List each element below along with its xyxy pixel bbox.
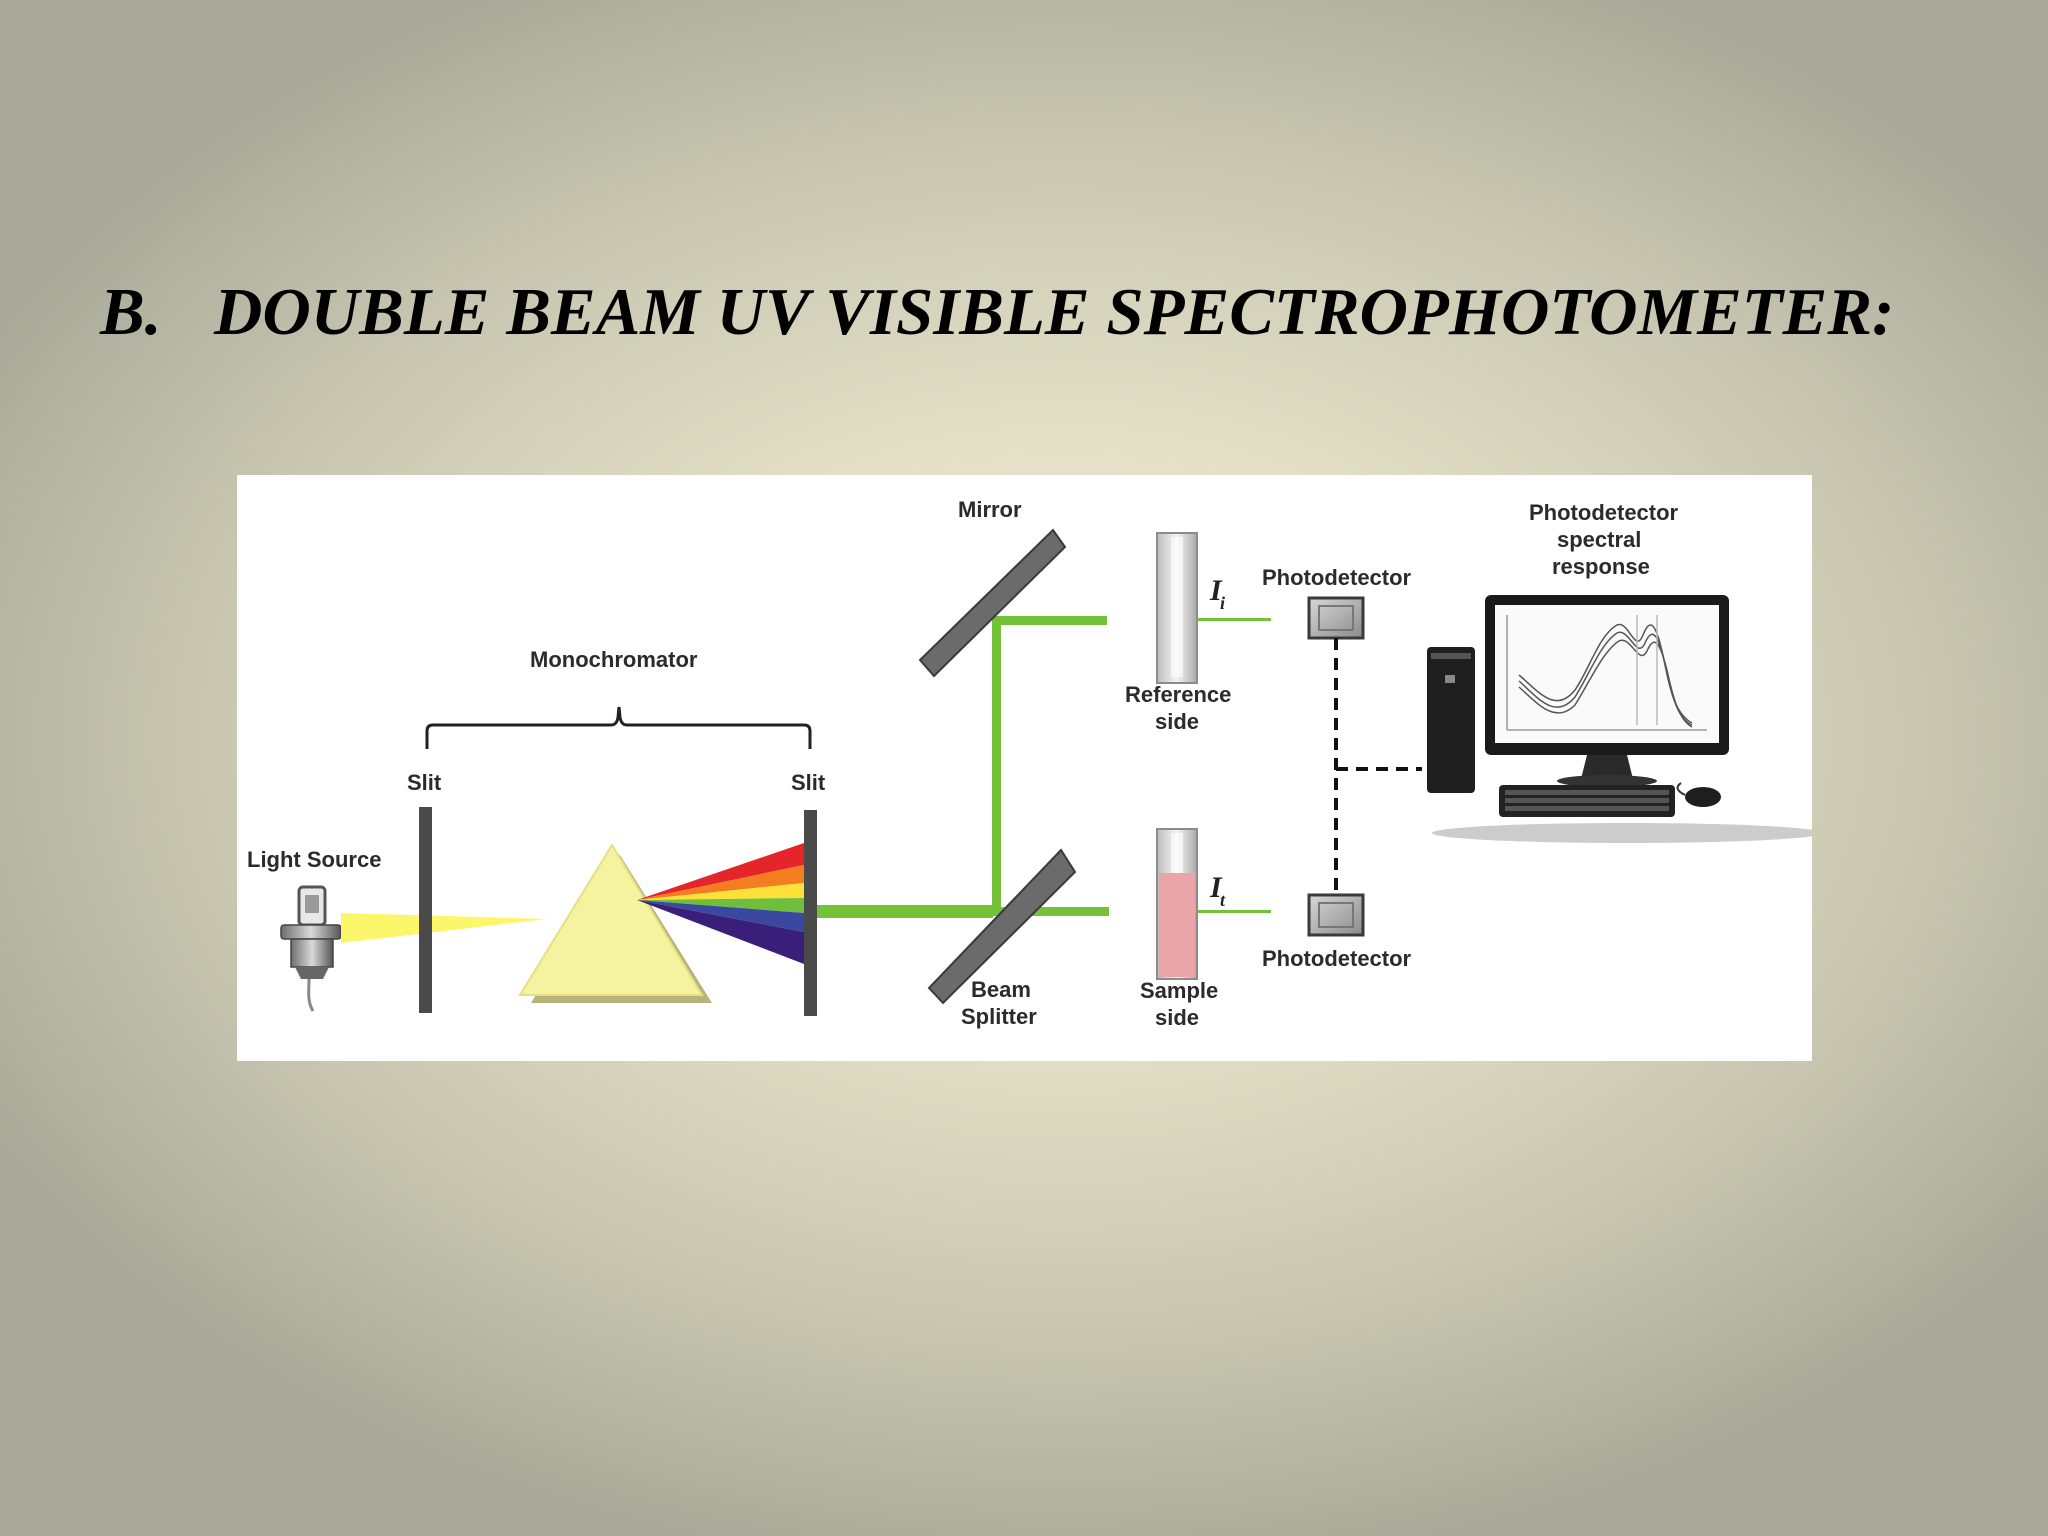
spectral-response-label-line3: response [1552,554,1650,579]
slide-title: B. DOUBLE BEAM UV VISIBLE SPECTROPHOTOMET… [100,272,1980,352]
transmitted-intensity-letter: I [1209,871,1223,904]
reference-cuvette [1156,532,1198,684]
light-source-lamp-icon [280,885,342,1012]
photodetector-top-label: Photodetector [1262,565,1412,590]
transmitted-intensity-symbol: I t [1209,871,1226,910]
prism [518,843,704,996]
incident-intensity-subscript: i [1220,593,1225,613]
incident-intensity-letter: I [1209,574,1223,607]
beam-splitter-label-line1: Beam [971,977,1031,1002]
photodetector-bottom-icon [1307,893,1365,937]
beam-paths [817,616,1271,918]
transmitted-intensity-subscript: t [1220,890,1226,910]
slide-title-text: DOUBLE BEAM UV VISIBLE SPECTROPHOTOMETER… [214,275,1895,349]
detector-wiring [1334,638,1422,895]
spectral-response-label-line2: spectral [1557,527,1641,552]
light-source-label: Light Source [247,847,381,872]
sample-side-label-line1: Sample [1140,978,1218,1003]
spectrophotometer-diagram: Light Source Slit Slit Monochromator Mir… [237,475,1812,1061]
left-slit-label: Slit [407,770,442,795]
dispersed-spectrum [637,843,804,964]
sample-cuvette [1156,828,1198,980]
incident-intensity-symbol: I i [1209,574,1225,613]
beam-splitter-label-line2: Splitter [961,1004,1037,1029]
spectral-response-plot [1506,615,1707,731]
beam-splitter [927,848,1077,1005]
spectral-response-label-line1: Photodetector [1529,500,1679,525]
light-beam [341,913,547,943]
photodetector-bottom-label: Photodetector [1262,946,1412,971]
photodetector-top-icon [1307,596,1365,640]
computer-icon [1427,595,1812,843]
monochromator-label: Monochromator [530,647,698,672]
reference-side-label-line2: side [1155,709,1199,734]
reference-side-label-line1: Reference [1125,682,1231,707]
right-slit-label: Slit [791,770,826,795]
right-slit [804,810,817,1016]
monochromator-bracket [425,706,812,749]
mirror-label: Mirror [958,497,1022,522]
left-slit [419,807,432,1013]
sample-side-label-line2: side [1155,1005,1199,1030]
mirror [918,528,1067,678]
slide-title-label: B. [100,275,162,349]
